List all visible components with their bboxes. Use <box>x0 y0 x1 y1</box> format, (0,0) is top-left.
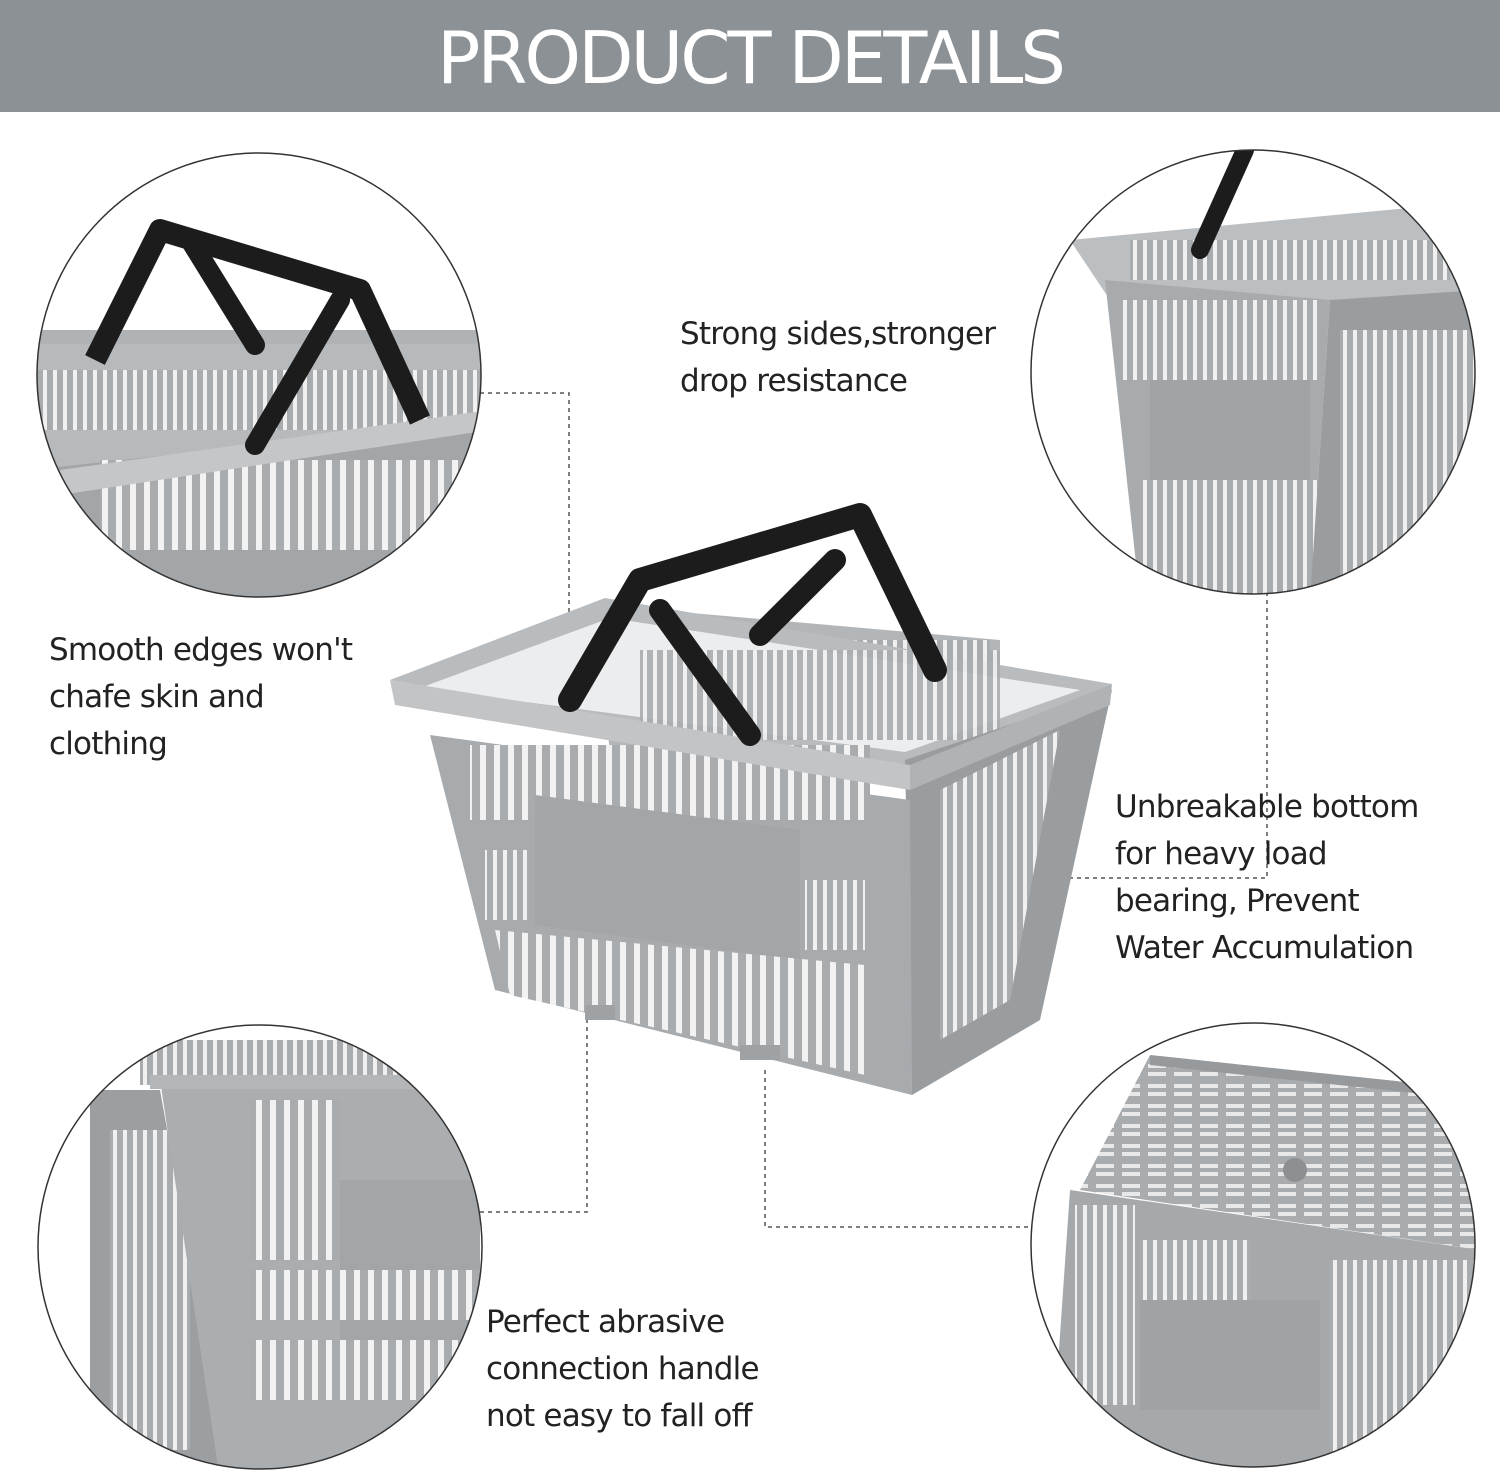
caption-connection-handle: Perfect abrasive connection handle not e… <box>486 1299 760 1440</box>
page-title: PRODUCT DETAILS <box>436 16 1066 100</box>
caption-line: for heavy load <box>1115 836 1328 872</box>
header-banner: PRODUCT DETAILS <box>0 0 1500 112</box>
caption-line: Smooth edges won't <box>49 632 353 668</box>
caption-line: drop resistance <box>680 363 908 399</box>
caption-line: connection handle <box>486 1351 760 1387</box>
leader-lines <box>480 392 1268 1228</box>
leader-line-top-right <box>982 592 1268 879</box>
caption-unbreakable-bottom: Unbreakable bottom for heavy load bearin… <box>1115 784 1419 972</box>
leader-line-bottom-left <box>480 1012 588 1213</box>
caption-line: Unbreakable bottom <box>1115 789 1419 825</box>
caption-strong-sides: Strong sides,stronger drop resistance <box>680 311 996 405</box>
caption-line: Perfect abrasive <box>486 1304 725 1340</box>
caption-line: chafe skin and <box>49 679 265 715</box>
center-basket <box>390 503 1112 1095</box>
caption-smooth-edges: Smooth edges won't chafe skin and clothi… <box>49 627 353 768</box>
caption-line: clothing <box>49 726 168 762</box>
circle-outline-bottom-right <box>1030 1022 1476 1468</box>
leader-line-top-left <box>480 392 570 612</box>
detail-circle-handle <box>37 153 481 597</box>
caption-line: bearing, Prevent <box>1115 883 1360 919</box>
leader-line-bottom-right <box>764 1070 1032 1228</box>
caption-line: Strong sides,stronger <box>680 316 996 352</box>
circle-outline-top-right <box>1030 149 1476 595</box>
caption-line: Water Accumulation <box>1115 930 1414 966</box>
circle-outline-top-left <box>36 152 482 598</box>
caption-line: not easy to fall off <box>486 1398 753 1434</box>
detail-circle-bottom <box>1031 1023 1475 1467</box>
circle-outline-bottom-left <box>37 1024 483 1470</box>
detail-circle-corner <box>38 1025 482 1469</box>
